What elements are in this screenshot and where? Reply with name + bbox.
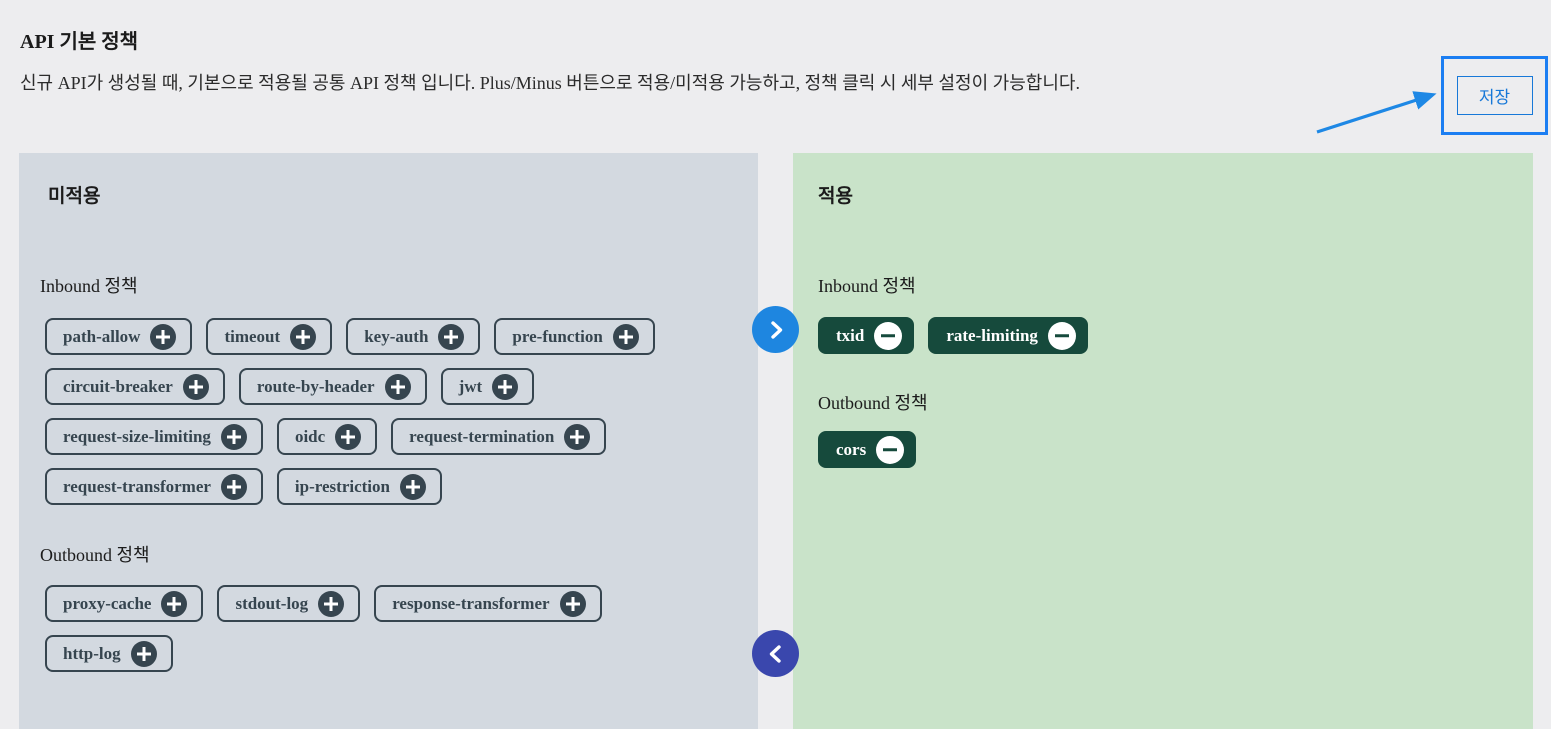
policy-chip-http-log[interactable]: http-log <box>45 635 173 672</box>
applied-outbound-label: Outbound 정책 <box>818 393 928 413</box>
plus-icon[interactable] <box>559 590 586 617</box>
policy-chip-label: key-auth <box>364 326 429 346</box>
move-to-applied-button[interactable] <box>752 306 799 353</box>
applied-inbound-label: Inbound 정책 <box>818 276 916 296</box>
unapplied-outbound-label: Outbound 정책 <box>40 545 150 565</box>
plus-icon[interactable] <box>318 590 345 617</box>
policy-chip-label: txid <box>836 325 865 345</box>
policy-chip-timeout[interactable]: timeout <box>206 318 333 355</box>
policy-chip-oidc[interactable]: oidc <box>276 418 378 455</box>
plus-icon[interactable] <box>612 323 639 350</box>
page-header: API 기본 정책 신규 API가 생성될 때, 기본으로 적용될 공통 API… <box>0 25 1551 135</box>
unapplied-outbound-chips: proxy-cache stdout-log response-transforme… <box>45 585 690 672</box>
save-annotation-box: 저장 <box>1441 56 1548 135</box>
plus-icon[interactable] <box>220 423 247 450</box>
policy-chip-circuit-breaker[interactable]: circuit-breaker <box>45 368 225 405</box>
policy-chip-jwt[interactable]: jwt <box>440 368 535 405</box>
chevron-right-icon <box>764 318 788 342</box>
minus-icon[interactable] <box>876 435 905 464</box>
plus-icon[interactable] <box>290 323 317 350</box>
policy-chip-ip-restriction[interactable]: ip-restriction <box>276 468 442 505</box>
policy-chip-label: rate-limiting <box>946 325 1038 345</box>
policy-chip-label: path-allow <box>63 326 141 346</box>
policy-chip-label: oidc <box>294 426 326 446</box>
unapplied-inbound-label: Inbound 정책 <box>40 276 138 296</box>
policy-chip-rate-limiting[interactable]: rate-limiting <box>928 317 1088 354</box>
plus-icon[interactable] <box>335 423 362 450</box>
policy-chip-label: ip-restriction <box>294 476 390 496</box>
chevron-left-icon <box>764 642 788 666</box>
policy-chip-key-auth[interactable]: key-auth <box>346 318 481 355</box>
policy-chip-label: route-by-header <box>256 376 375 396</box>
unapplied-panel-title: 미적용 <box>48 186 101 207</box>
applied-outbound-chips: cors <box>818 431 1463 468</box>
policy-chip-label: http-log <box>63 643 121 663</box>
policy-chip-response-transformer[interactable]: response-transformer <box>374 585 602 622</box>
plus-icon[interactable] <box>130 640 157 667</box>
applied-panel-title: 적용 <box>818 186 853 207</box>
unapplied-inbound-chips: path-allow timeout key-auth pre-function cir… <box>45 318 690 505</box>
unapplied-panel: 미적용 Inbound 정책 path-allow timeout key-auth… <box>19 153 758 729</box>
policy-chip-request-transformer[interactable]: request-transformer <box>45 468 263 505</box>
move-to-unapplied-button[interactable] <box>752 630 799 677</box>
plus-icon[interactable] <box>384 373 411 400</box>
policy-chip-label: circuit-breaker <box>63 376 173 396</box>
plus-icon[interactable] <box>438 323 465 350</box>
plus-icon[interactable] <box>161 590 188 617</box>
policy-chip-label: timeout <box>224 326 281 346</box>
plus-icon[interactable] <box>150 323 177 350</box>
policy-panels: 미적용 Inbound 정책 path-allow timeout key-auth… <box>0 153 1551 729</box>
policy-chip-route-by-header[interactable]: route-by-header <box>238 368 427 405</box>
page-description: 신규 API가 생성될 때, 기본으로 적용될 공통 API 정책 입니다. P… <box>20 73 1080 93</box>
policy-chip-label: response-transformer <box>392 593 550 613</box>
policy-chip-label: proxy-cache <box>63 593 152 613</box>
minus-icon[interactable] <box>874 321 903 350</box>
policy-chip-txid[interactable]: txid <box>818 317 915 354</box>
policy-chip-proxy-cache[interactable]: proxy-cache <box>45 585 204 622</box>
policy-chip-path-allow[interactable]: path-allow <box>45 318 193 355</box>
policy-chip-label: request-size-limiting <box>63 426 211 446</box>
minus-icon[interactable] <box>1047 321 1076 350</box>
applied-inbound-chips: txid rate-limiting <box>818 317 1463 354</box>
policy-chip-label: request-termination <box>409 426 555 446</box>
applied-panel: 적용 Inbound 정책 txid rate-limiting Outbound… <box>793 153 1533 729</box>
policy-chip-cors[interactable]: cors <box>818 431 917 468</box>
save-button[interactable]: 저장 <box>1456 76 1533 115</box>
page-title: API 기본 정책 <box>20 31 139 53</box>
policy-chip-request-size-limiting[interactable]: request-size-limiting <box>45 418 263 455</box>
plus-icon[interactable] <box>564 423 591 450</box>
policy-chip-stdout-log[interactable]: stdout-log <box>217 585 361 622</box>
policy-chip-label: pre-function <box>512 326 603 346</box>
policy-chip-label: request-transformer <box>63 476 211 496</box>
plus-icon[interactable] <box>182 373 209 400</box>
policy-chip-label: jwt <box>458 376 483 396</box>
plus-icon[interactable] <box>220 473 247 500</box>
policy-chip-label: cors <box>836 439 867 459</box>
policy-chip-pre-function[interactable]: pre-function <box>494 318 655 355</box>
policy-chip-label: stdout-log <box>235 593 309 613</box>
plus-icon[interactable] <box>399 473 426 500</box>
policy-chip-request-termination[interactable]: request-termination <box>391 418 607 455</box>
plus-icon[interactable] <box>492 373 519 400</box>
